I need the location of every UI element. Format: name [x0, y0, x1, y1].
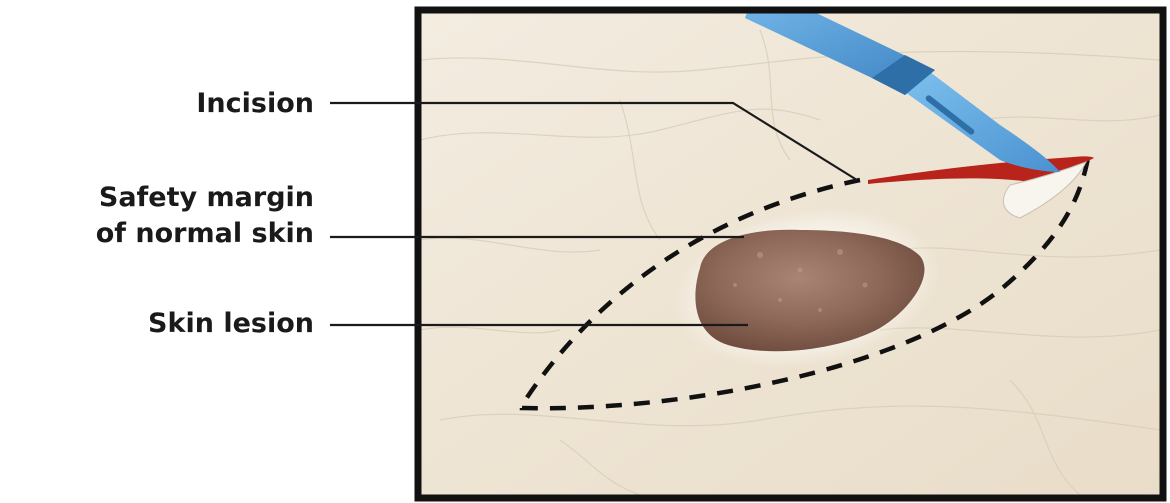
safety-margin-label: Safety margin of normal skin: [96, 180, 314, 252]
incision-label: Incision: [196, 86, 314, 122]
safety-margin-label-line2: of normal skin: [96, 216, 314, 252]
safety-margin-label-line1: Safety margin: [96, 180, 314, 216]
skin-lesion-label: Skin lesion: [148, 306, 314, 342]
